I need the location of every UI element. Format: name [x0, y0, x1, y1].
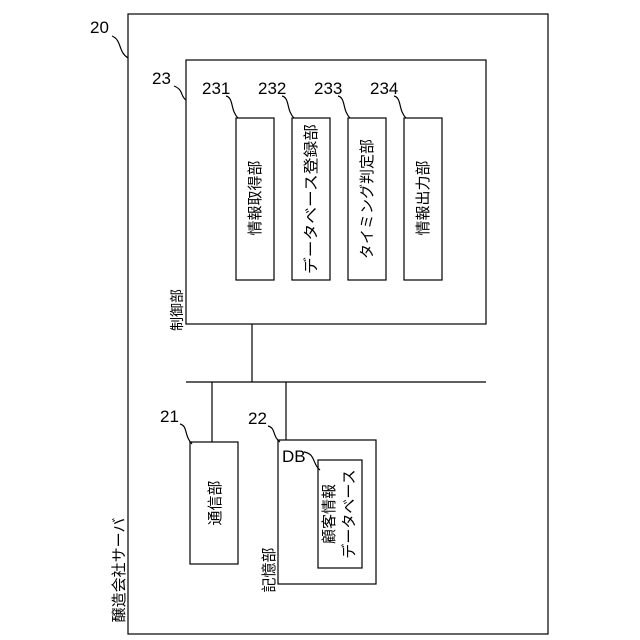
module-label-234: 情報出力部: [415, 160, 432, 235]
comm-unit-leader-line: [180, 424, 192, 444]
module-ref-232: 232: [258, 79, 286, 98]
comm-unit-label: 通信部: [207, 480, 224, 525]
storage-unit-leader-line: [268, 426, 280, 442]
module-label-231: 情報取得部: [247, 160, 264, 235]
control-unit-leader-line: [174, 86, 186, 100]
storage-unit-label: 記憶部: [261, 547, 278, 592]
storage-unit-ref-number: 22: [248, 409, 267, 428]
module-ref-233: 233: [314, 79, 342, 98]
module-leader-234: [394, 96, 406, 118]
module-label-233: タイミング判定部: [359, 139, 376, 259]
module-leader-231: [226, 96, 238, 118]
server-leader-line: [112, 36, 128, 58]
server-ref-number: 20: [90, 18, 109, 37]
control-unit-label: 制御部: [169, 289, 185, 331]
server-label: 醸造会社サーバ: [111, 518, 128, 623]
module-label-232: データベース登録部: [302, 124, 320, 274]
customer-db-label-line1: 顧客情報: [321, 484, 338, 544]
customer-db-label-line2: データベース: [340, 469, 358, 558]
module-leader-232: [282, 96, 294, 118]
module-leader-233: [338, 96, 350, 118]
module-ref-234: 234: [370, 79, 398, 98]
comm-unit-ref-number: 21: [160, 407, 179, 426]
db-tag: DB: [282, 447, 306, 466]
module-ref-231: 231: [202, 79, 230, 98]
control-unit-ref-number: 23: [152, 69, 171, 88]
